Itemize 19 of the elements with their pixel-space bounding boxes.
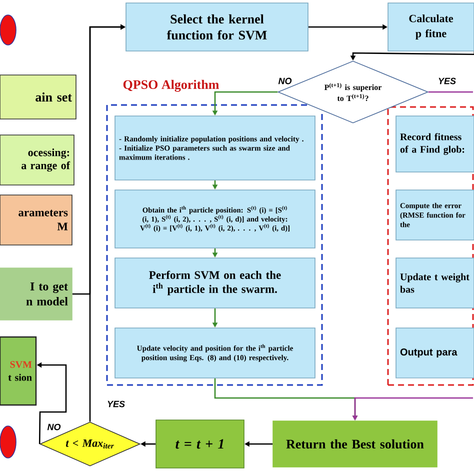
process-box: Return the Best solution bbox=[272, 420, 438, 468]
process-box: ocessing: a range of bbox=[0, 134, 74, 186]
process-box: t = t + 1 bbox=[156, 420, 244, 468]
process-box: I to get n model bbox=[0, 268, 72, 320]
node-label: QPSO Algorithm bbox=[123, 80, 219, 92]
process-box: arameters M bbox=[0, 194, 72, 246]
process-box: Perform SVM on each the i$^{th}$ particle in the swarm. bbox=[114, 258, 316, 308]
process-box: Output para bbox=[396, 328, 474, 378]
edge-label: NO bbox=[277, 76, 293, 86]
process-box: Select the kernel function for SVM bbox=[126, 2, 308, 52]
process-box: Record fitness of a Find glob: bbox=[396, 116, 474, 172]
edge-label: YES bbox=[437, 76, 457, 86]
process-box: SVM t sion bbox=[0, 336, 37, 406]
connector-line bbox=[428, 91, 473, 93]
process-box: ain set bbox=[0, 74, 76, 120]
edge-label: NO bbox=[46, 422, 62, 432]
edge-label: YES bbox=[106, 400, 126, 408]
process-box: Calculate p fitne bbox=[388, 2, 474, 52]
process-box: Update t weight bas bbox=[396, 258, 474, 308]
